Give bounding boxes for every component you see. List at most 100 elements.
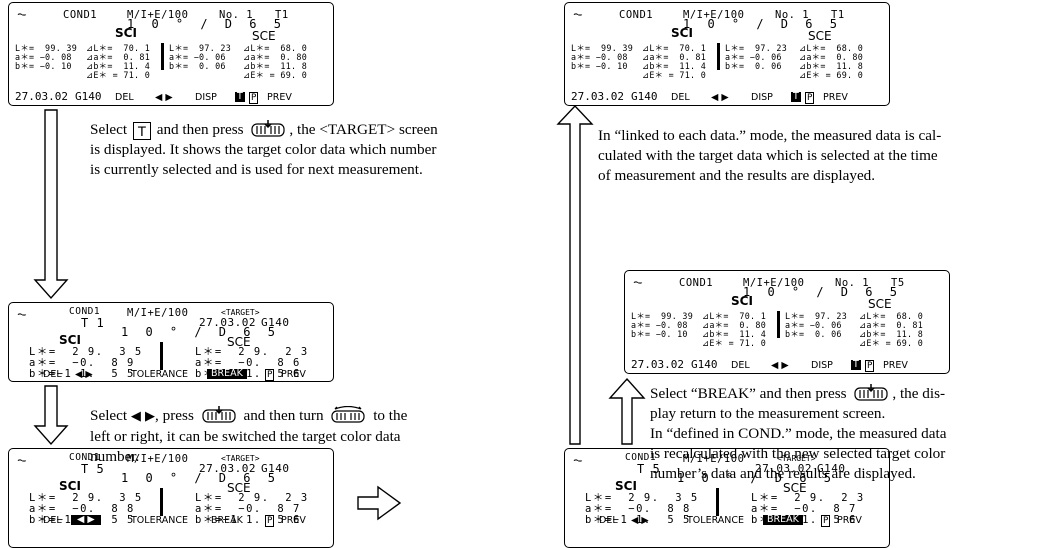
up-arrow-2 [556,104,594,445]
column-divider [777,311,780,338]
p-key[interactable]: P [265,515,275,527]
sci-label: SCI [671,26,693,40]
target-number: T5 [891,277,905,289]
disp-option[interactable]: DISP [195,92,217,103]
sample-number: No. 1 [219,9,254,21]
target-screen-t1: ⏦ COND1 M/I+E/100 <TARGET> T 1 27.03.02 … [8,302,334,382]
power-status-icon: ⏦ [573,7,583,21]
sample-number: No. 1 [835,277,870,289]
prev-option[interactable]: PREV [281,515,306,526]
cond-label: COND1 [679,277,714,289]
instr4-a: Select “BREAK” and then press [650,385,847,402]
down-arrow-1 [33,109,69,300]
sci-label: SCI [615,479,637,493]
prev-option[interactable]: PREV [281,369,306,380]
geometry-illuminant: 1 0 ° / D 6 5 [743,285,902,299]
measurement-screen-1: ⏦ COND1 M/I+E/100 No. 1 T1 1 0 ° / D 6 5… [8,2,334,106]
cond-label: COND1 [619,9,654,21]
sci-label: SCI [115,26,137,40]
cond-label: COND1 [625,452,657,463]
del-option[interactable]: DEL [115,92,134,103]
date-label: 27.03.02 [755,462,812,475]
sce-label: SCE [227,335,251,349]
sci-delta-values: ⊿L＊= 70. 1 ⊿a＊= 0. 81 ⊿b＊= 11. 4 ⊿E＊ = 7… [642,43,707,80]
instr3-line3: of measurement and the results are displ… [598,167,876,184]
cond-label: COND1 [69,452,101,463]
geometry-illuminant: 1 0 ° / D 6 5 [683,17,842,31]
sci-delta-values: ⊿L＊= 70. 1 ⊿a＊= 0. 81 ⊿b＊= 11. 4 ⊿E＊ = 7… [86,43,151,80]
target-number: T 1 [81,316,105,330]
sci-label: SCI [59,479,81,493]
p-key[interactable]: P [865,360,875,372]
sce-values: L＊= 97. 23 a＊= −0. 06 b＊= 0. 06 [725,43,788,71]
arrows-option[interactable]: ◀ ▶ [155,92,173,103]
mode-label: M/I+E/100 [743,277,805,289]
sce-values: L＊= 97. 23 a＊= −0. 06 b＊= 0. 06 [785,311,848,339]
instr2-line2: left or right, it can be switched the ta… [90,428,401,445]
sci-delta-values: ⊿L＊= 70. 1 ⊿a＊= 0. 80 ⊿b＊= 11. 4 ⊿E＊ = 7… [702,311,767,348]
break-option-selected[interactable]: BREAK [207,369,247,379]
geometry-illuminant: 1 0 ° / D 6 5 [121,325,280,339]
prev-option[interactable]: PREV [837,515,862,526]
t-key-selected[interactable]: T [791,91,801,102]
target-tag: <TARGET> [221,454,260,463]
t-key-selected[interactable]: T [851,359,861,370]
instruction-switch-target: Select ◀ ▶, press and then turn to the l… [90,406,560,467]
prev-option[interactable]: PREV [823,92,848,103]
target-number: T1 [275,9,289,21]
sce-label: SCE [252,29,276,43]
instr3-line1: In “linked to each data.” mode, the meas… [598,127,942,144]
tolerance-option[interactable]: TOLERANCE [131,515,189,526]
del-option[interactable]: DEL [43,369,62,380]
instr4-line3: In “defined in COND.” mode, the measured… [650,425,947,442]
sample-number: No. 1 [775,9,810,21]
column-divider [161,43,164,70]
measurement-screen-2: ⏦ COND1 M/I+E/100 No. 1 T1 1 0 ° / D 6 5… [564,2,890,106]
t-key-selected[interactable]: T [235,91,245,102]
gain-label: G140 [691,358,718,371]
measurement-screen-3: ⏦ COND1 M/I+E/100 No. 1 T5 1 0 ° / D 6 5… [624,270,950,374]
power-status-icon: ⏦ [17,307,27,321]
arrows-option[interactable]: ◀ ▶ [711,92,729,103]
break-option-selected[interactable]: BREAK [763,515,803,525]
disp-option[interactable]: DISP [751,92,773,103]
del-option[interactable]: DEL [599,515,618,526]
sci-label: SCI [59,333,81,347]
prev-option[interactable]: PREV [267,92,292,103]
target-screen-t5-arrows: ⏦ COND1 M/I+E/100 <TARGET> T 5 27.03.02 … [8,448,334,548]
p-key[interactable]: P [805,92,815,104]
arrows-option[interactable]: ◀ ▶ [75,369,93,380]
gain-label: G140 [631,90,658,103]
geometry-illuminant: 1 0 ° / D 6 5 [677,471,836,485]
del-option[interactable]: DEL [731,360,750,371]
tolerance-option[interactable]: TOLERANCE [131,369,189,380]
instr2-a: Select [90,407,128,424]
del-option[interactable]: DEL [671,92,690,103]
p-key[interactable]: P [249,92,259,104]
column-divider [717,43,720,70]
up-arrow-1 [608,377,646,445]
sce-label: SCE [227,481,251,495]
instr4-line2: play return to the measurement screen. [650,405,886,422]
disp-option[interactable]: DISP [811,360,833,371]
mode-label: M/I+E/100 [683,453,745,465]
mode-label: M/I+E/100 [127,453,189,465]
break-option[interactable]: BREAK [211,515,243,526]
arrows-option[interactable]: ◀ ▶ [631,515,649,526]
arrows-option[interactable]: ◀ ▶ [771,360,789,371]
instr1-line2: is displayed. It shows the target color … [90,141,437,158]
press-control-icon [251,120,285,137]
target-tag: <TARGET> [777,454,816,463]
p-key[interactable]: P [265,369,275,381]
target-screen-t5-break: ⏦ COND1 M/I+E/100 <TARGET> T 5 27.03.02 … [564,448,890,548]
prev-option[interactable]: PREV [883,360,908,371]
arrows-option-selected[interactable]: ◀ ▶ [71,515,101,525]
sce-delta-values: ⊿L＊= 68. 0 ⊿a＊= 0. 80 ⊿b＊= 11. 8 ⊿E＊ = 6… [243,43,308,80]
del-option[interactable]: DEL [43,515,62,526]
sci-values: L＊= 99. 39 a＊= −0. 08 b＊= −0. 10 [631,311,694,339]
tolerance-option[interactable]: TOLERANCE [687,515,745,526]
geometry-illuminant: 1 0 ° / D 6 5 [121,471,280,485]
column-divider [716,488,719,516]
instr4-line5: number’s data and the results are displa… [650,465,916,482]
p-key[interactable]: P [821,515,831,527]
